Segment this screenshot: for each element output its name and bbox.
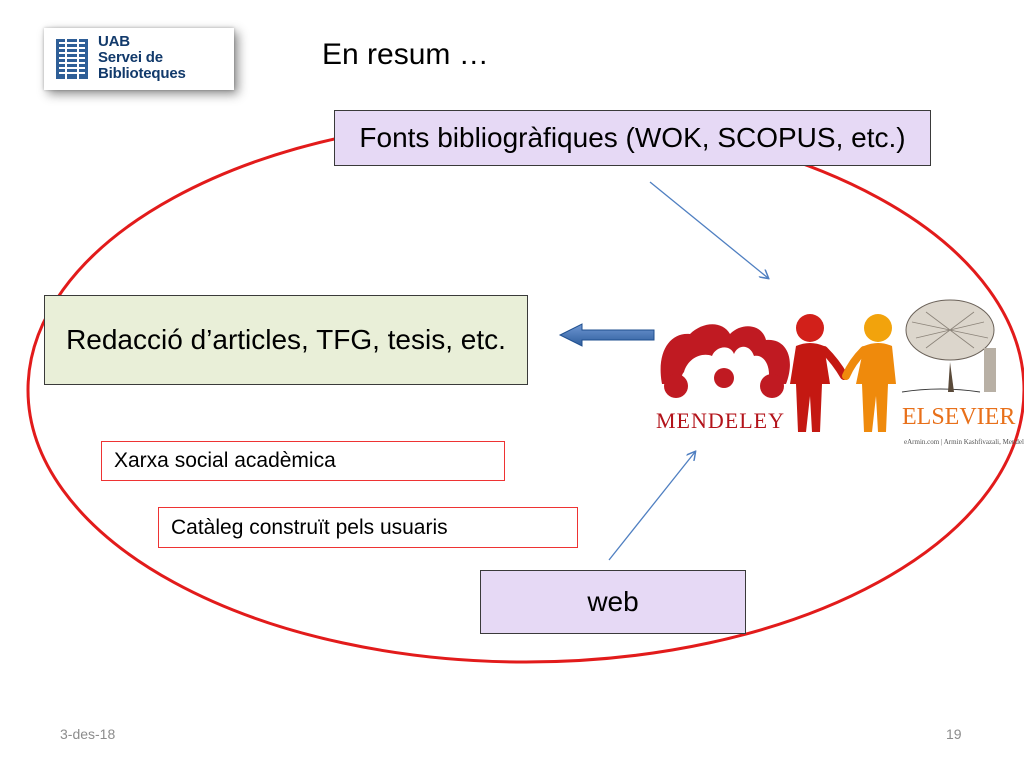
logo-text: UAB Servei de Biblioteques: [98, 34, 233, 82]
uab-library-logo: UAB Servei de Biblioteques: [44, 28, 234, 90]
arrow-mendeley-to-writing: [558, 323, 655, 347]
elsevier-tree-icon: [901, 299, 996, 393]
elsevier-wordmark: ELSEVIER: [902, 404, 1016, 430]
illustration-graphic: [660, 299, 996, 432]
slide-number: 19: [946, 726, 962, 742]
web-box: web: [480, 570, 746, 634]
orange-figure-icon: [842, 314, 896, 432]
feature-user-catalog: Catàleg construït pels usuaris: [158, 507, 578, 548]
mendeley-wordmark: MENDELEY: [656, 408, 785, 433]
logo-line-2: Servei de: [98, 49, 163, 66]
footer-date: 3-des-18: [60, 726, 116, 742]
slide-title: En resum …: [322, 38, 489, 71]
logo-line-1: UAB: [98, 33, 130, 50]
logo-line-3: Biblioteques: [98, 65, 186, 82]
arrow-web-to-mendeley: [608, 452, 695, 561]
uab-building-icon: [54, 35, 90, 83]
sources-box: Fonts bibliogràfiques (WOK, SCOPUS, etc.…: [334, 110, 931, 166]
mendeley-elsevier-illustration: MENDELEY ELSEVIER eArmin.com | Armin Kas…: [650, 292, 1024, 454]
writing-box: Redacció d’articles, TFG, tesis, etc.: [44, 295, 528, 385]
feature-social-network: Xarxa social acadèmica: [101, 441, 505, 481]
illustration-credit: eArmin.com | Armin Kashfivazali, Mendele…: [904, 438, 1024, 446]
red-figure-icon: [790, 314, 848, 432]
mendeley-logo-icon: [660, 324, 790, 398]
arrow-sources-to-mendeley: [649, 181, 768, 278]
